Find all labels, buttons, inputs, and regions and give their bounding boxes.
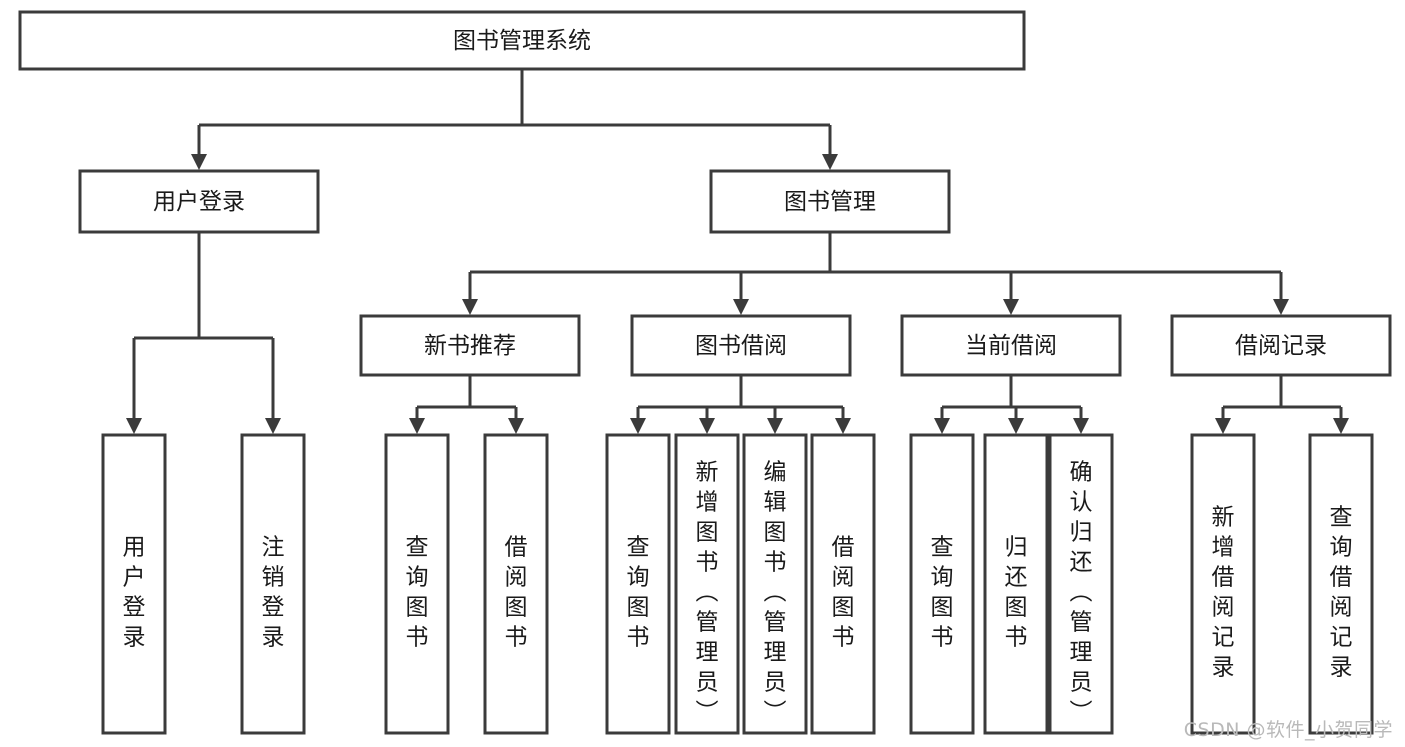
arrow-head-icon (767, 418, 783, 434)
arrow-head-icon (630, 418, 646, 434)
node-leaf-logout-box[interactable] (240, 433, 306, 735)
node-leaf-logout-label: 注销登录 (262, 534, 285, 650)
node-current-borrow-box[interactable] (900, 314, 1122, 377)
node-book-borrow-box[interactable] (630, 314, 852, 377)
node-leaf-query-record-box[interactable] (1308, 433, 1374, 735)
node-borrow-record[interactable]: 借阅记录 (1170, 314, 1392, 377)
node-root-label: 图书管理系统 (453, 28, 591, 54)
node-book-manage-label: 图书管理 (784, 189, 876, 215)
arrow-head-icon (1008, 418, 1024, 434)
node-book-borrow-label: 图书借阅 (695, 333, 787, 359)
arrow-head-icon (1215, 418, 1231, 434)
node-leaf-add-record[interactable]: 新增借阅记录 (1190, 433, 1256, 735)
arrow-head-icon (835, 418, 851, 434)
diagram-nodes: 图书管理系统用户登录图书管理新书推荐图书借阅当前借阅借阅记录用户登录注销登录查询… (18, 10, 1392, 735)
node-user-login-label: 用户登录 (153, 189, 245, 215)
node-leaf-logout[interactable]: 注销登录 (240, 433, 306, 735)
node-leaf-borrow-book-rec-box[interactable] (483, 433, 549, 735)
node-leaf-confirm-return-label: 确认归还︵管理员︶ (1070, 459, 1093, 725)
watermark-label: CSDN @软件_小贺同学 (1183, 719, 1393, 741)
arrow-head-icon (462, 299, 478, 315)
node-user-login[interactable]: 用户登录 (78, 169, 320, 234)
node-leaf-borrow-book-b-label: 借阅图书 (832, 534, 855, 650)
node-leaf-edit-book-box[interactable] (742, 433, 808, 735)
node-leaf-borrow-book-b[interactable]: 借阅图书 (810, 433, 876, 735)
node-leaf-borrow-book-b-box[interactable] (810, 433, 876, 735)
node-leaf-query-book-b[interactable]: 查询图书 (605, 433, 671, 735)
node-leaf-confirm-return[interactable]: 确认归还︵管理员︶ (1048, 433, 1114, 735)
arrow-head-icon (265, 418, 281, 434)
node-book-borrow[interactable]: 图书借阅 (630, 314, 852, 377)
node-leaf-edit-book-label: 编辑图书︵管理员︶ (764, 459, 787, 725)
arrow-head-icon (1073, 418, 1089, 434)
node-current-borrow[interactable]: 当前借阅 (900, 314, 1122, 377)
node-leaf-borrow-book-rec[interactable]: 借阅图书 (483, 433, 549, 735)
node-leaf-add-book-box[interactable] (674, 433, 740, 735)
arrow-head-icon (699, 418, 715, 434)
node-leaf-return-book[interactable]: 归还图书 (983, 433, 1049, 735)
node-leaf-add-book-label: 新增图书︵管理员︶ (696, 459, 719, 725)
arrow-head-icon (1333, 418, 1349, 434)
node-leaf-query-book-rec[interactable]: 查询图书 (384, 433, 450, 735)
node-leaf-query-book-rec-label: 查询图书 (406, 534, 429, 650)
node-leaf-user-login-label: 用户登录 (123, 534, 146, 650)
node-current-borrow-label: 当前借阅 (965, 333, 1057, 359)
arrow-head-icon (191, 154, 207, 170)
node-leaf-query-record-label: 查询借阅记录 (1330, 504, 1353, 680)
node-leaf-borrow-book-rec-label: 借阅图书 (505, 534, 528, 650)
arrow-head-icon (1003, 299, 1019, 315)
node-leaf-query-book-rec-box[interactable] (384, 433, 450, 735)
arrow-head-icon (822, 154, 838, 170)
node-book-manage[interactable]: 图书管理 (709, 169, 951, 234)
node-leaf-user-login-box[interactable] (101, 433, 167, 735)
node-root-box[interactable] (18, 10, 1026, 71)
node-leaf-query-book-b-box[interactable] (605, 433, 671, 735)
node-borrow-record-box[interactable] (1170, 314, 1392, 377)
node-leaf-return-book-box[interactable] (983, 433, 1049, 735)
arrow-head-icon (733, 299, 749, 315)
node-leaf-confirm-return-box[interactable] (1048, 433, 1114, 735)
node-leaf-add-record-label: 新增借阅记录 (1212, 504, 1235, 680)
node-new-book-rec-box[interactable] (359, 314, 581, 377)
node-book-manage-box[interactable] (709, 169, 951, 234)
arrow-head-icon (409, 418, 425, 434)
node-leaf-query-book-b-label: 查询图书 (627, 534, 650, 650)
node-leaf-user-login[interactable]: 用户登录 (101, 433, 167, 735)
node-leaf-add-record-box[interactable] (1190, 433, 1256, 735)
node-new-book-rec[interactable]: 新书推荐 (359, 314, 581, 377)
node-user-login-box[interactable] (78, 169, 320, 234)
arrow-head-icon (508, 418, 524, 434)
node-leaf-query-book-c[interactable]: 查询图书 (909, 433, 975, 735)
node-root[interactable]: 图书管理系统 (18, 10, 1026, 71)
node-new-book-rec-label: 新书推荐 (424, 333, 516, 359)
arrow-head-icon (934, 418, 950, 434)
arrow-head-icon (126, 418, 142, 434)
node-borrow-record-label: 借阅记录 (1235, 333, 1327, 359)
node-leaf-add-book[interactable]: 新增图书︵管理员︶ (674, 433, 740, 735)
node-leaf-query-book-c-label: 查询图书 (931, 534, 954, 650)
node-leaf-query-record[interactable]: 查询借阅记录 (1308, 433, 1374, 735)
node-leaf-return-book-label: 归还图书 (1005, 534, 1028, 650)
arrow-head-icon (1273, 299, 1289, 315)
node-leaf-query-book-c-box[interactable] (909, 433, 975, 735)
node-leaf-edit-book[interactable]: 编辑图书︵管理员︶ (742, 433, 808, 735)
connector-edges (126, 69, 1349, 434)
